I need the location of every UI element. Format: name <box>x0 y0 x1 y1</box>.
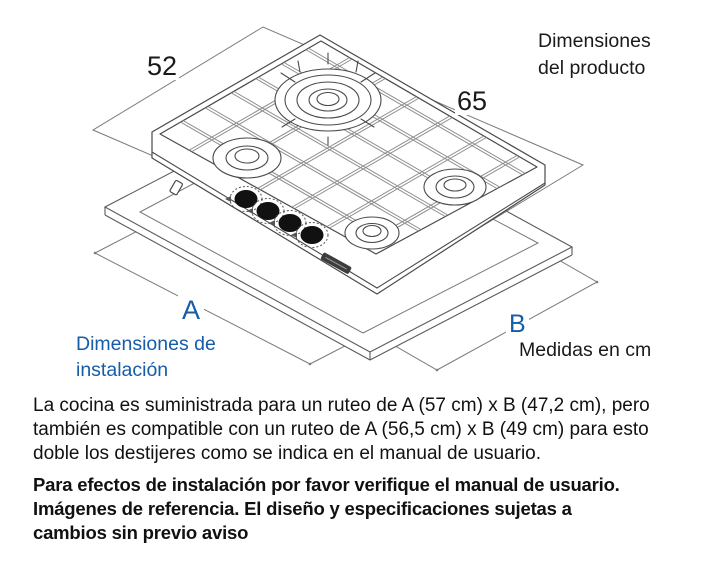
cooktop-body <box>151 34 546 295</box>
brand-logo-plate <box>320 252 352 274</box>
paragraph-line: Para efectos de instalación por favor ve… <box>33 474 620 495</box>
paragraph-line: doble los destijeres como se indica en e… <box>33 443 542 464</box>
dimension-b-label: B <box>506 310 529 339</box>
cooktop-technical-drawing <box>91 26 599 372</box>
units-caption: Medidas en cm <box>519 339 652 361</box>
burner-right <box>423 168 487 206</box>
product-dimensions-caption: Dimensiones del producto <box>538 30 651 79</box>
dimension-depth-label: 52 <box>145 51 180 81</box>
paragraph-line: cambios sin previo aviso <box>33 522 249 543</box>
control-knobs <box>225 186 329 248</box>
paragraph-line: La cocina es suministrada para un ruteo … <box>33 395 650 416</box>
burner-front <box>344 216 400 250</box>
dimension-width-label: 65 <box>455 86 490 116</box>
burner-large <box>274 52 382 146</box>
burner-left <box>212 137 282 179</box>
paragraph-line: Imágenes de referencia. El diseño y espe… <box>33 498 572 519</box>
installation-note-paragraph: Para efectos de instalación por favor ve… <box>33 473 620 545</box>
routing-dimensions-paragraph: La cocina es suministrada para un ruteo … <box>33 394 650 466</box>
mounting-tab <box>169 179 183 196</box>
dimension-a-label: A <box>178 295 205 326</box>
knob-4 <box>291 222 329 248</box>
installation-dimensions-caption: Dimensiones de instalación <box>76 333 216 381</box>
paragraph-line: también es compatible con un ruteo de A … <box>33 419 649 440</box>
